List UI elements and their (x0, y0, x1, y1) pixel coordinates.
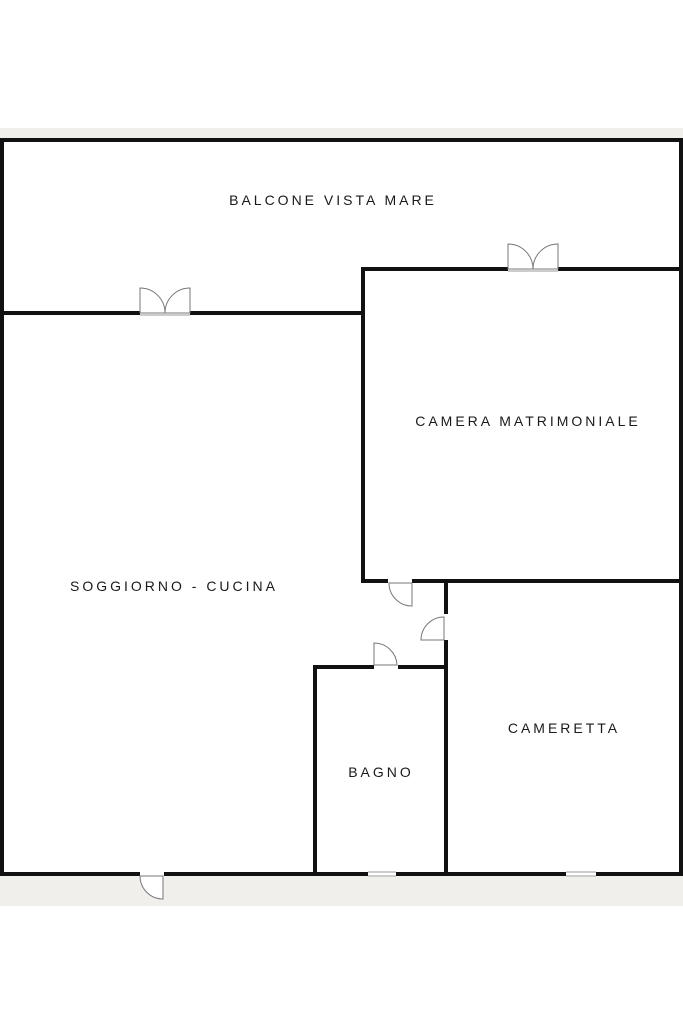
door-swings (139, 243, 559, 900)
label-living-kitchen: SOGGIORNO - CUCINA (70, 578, 278, 594)
door-master-balcony-right-icon (532, 243, 559, 270)
door-living-balcony-right-icon (164, 287, 191, 314)
room-labels: BALCONE VISTA MARE CAMERA MATRIMONIALE S… (70, 192, 641, 780)
label-bathroom: BAGNO (348, 764, 414, 780)
label-balcony: BALCONE VISTA MARE (229, 192, 437, 208)
label-small-bedroom: CAMERETTA (508, 720, 620, 736)
door-master-bedroom-icon (388, 582, 413, 607)
door-entrance-icon (139, 875, 164, 900)
door-cameretta-icon (420, 616, 445, 641)
label-master-bedroom: CAMERA MATRIMONIALE (415, 413, 641, 429)
plan-interior (2, 140, 683, 874)
door-bathroom-icon (373, 642, 398, 666)
